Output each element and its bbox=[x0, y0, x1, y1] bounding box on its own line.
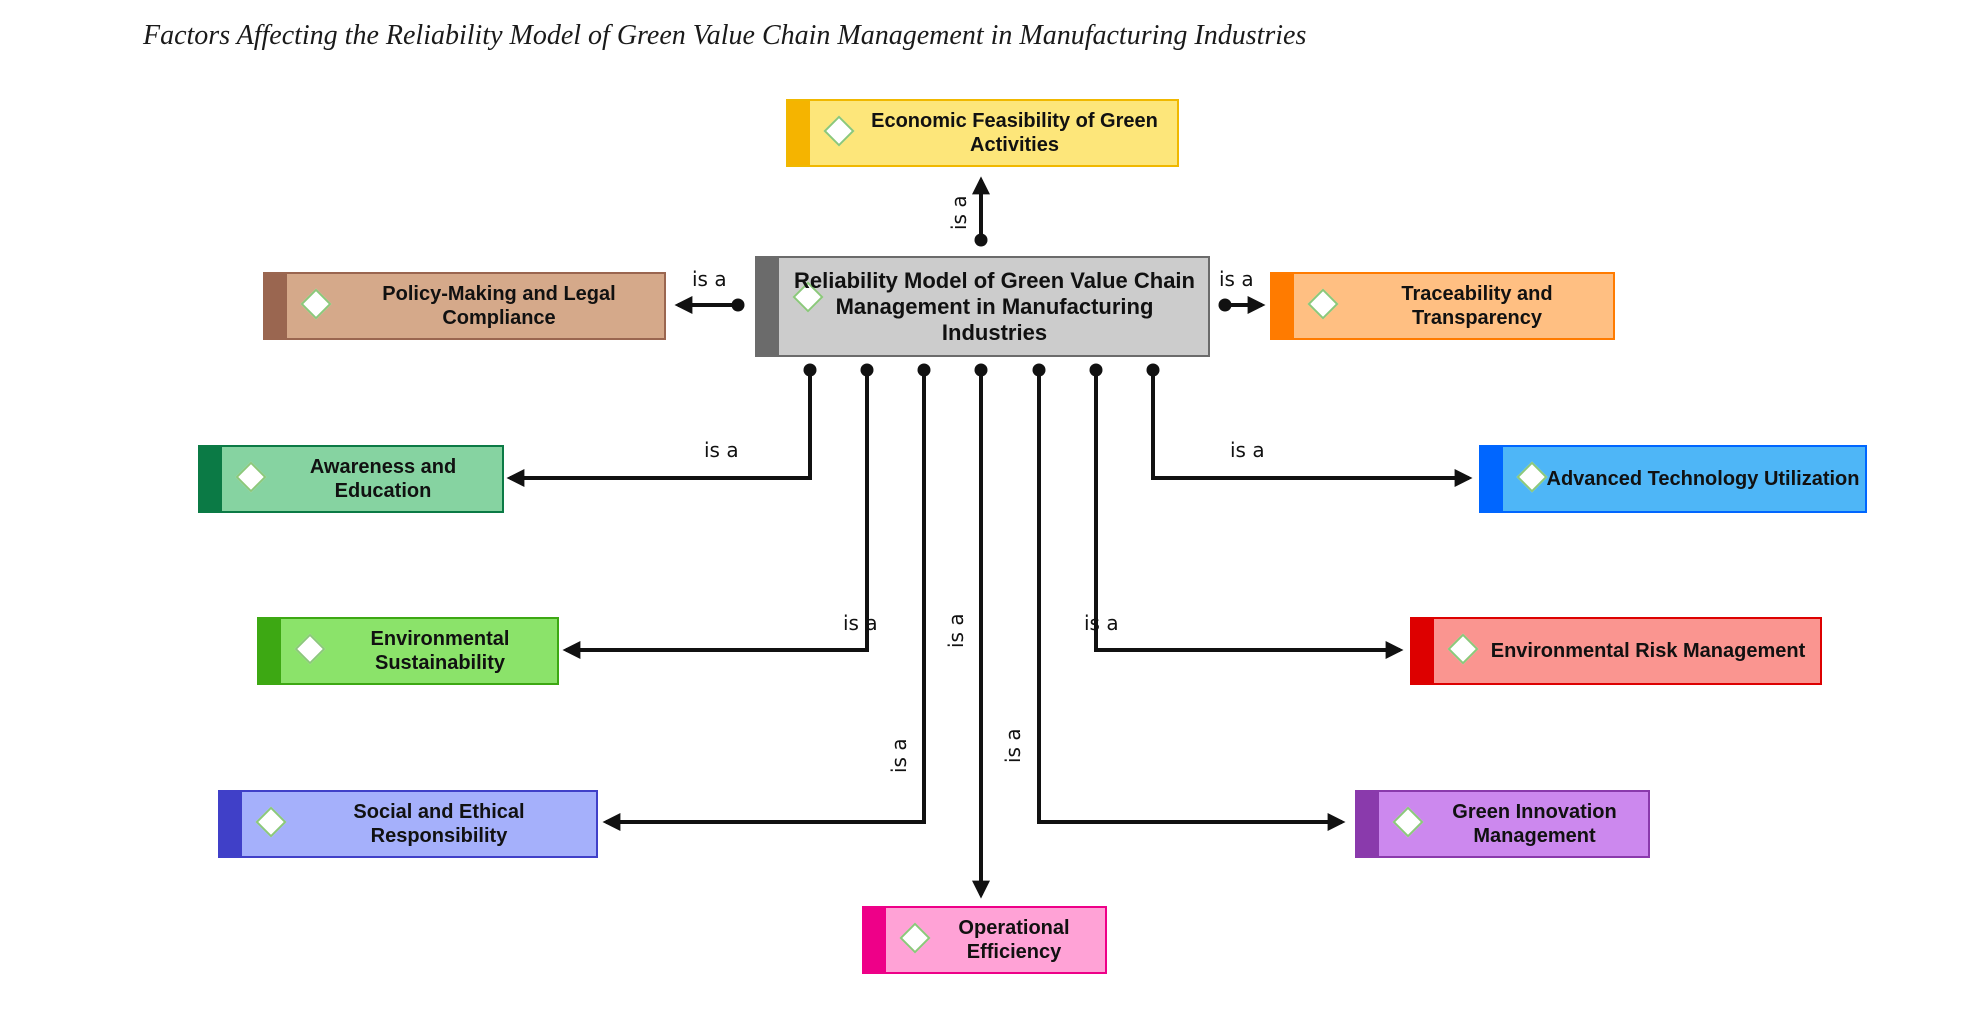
edge-sustainability bbox=[562, 370, 869, 659]
edge-innovation bbox=[1037, 370, 1346, 831]
factor-node-technology[interactable]: Advanced Technology Utilization bbox=[1479, 445, 1867, 513]
center-node[interactable]: Reliability Model of Green Value Chain M… bbox=[755, 256, 1210, 357]
factor-node-label: Environmental Risk Management bbox=[1490, 640, 1806, 662]
relation-label: is a bbox=[1001, 728, 1025, 763]
relation-label: is a bbox=[704, 438, 739, 462]
node-color-strip bbox=[1357, 792, 1379, 856]
relation-label: is a bbox=[843, 611, 878, 635]
factor-node-label: Awareness and Education bbox=[309, 456, 457, 502]
factor-node-policy[interactable]: Policy-Making and Legal Compliance bbox=[263, 272, 666, 340]
factor-node-traceability[interactable]: Traceability and Transparency bbox=[1270, 272, 1615, 340]
relation-label: is a bbox=[1230, 438, 1265, 462]
factor-node-sustainability[interactable]: Environmental Sustainability bbox=[257, 617, 559, 685]
node-color-strip bbox=[259, 619, 281, 683]
edge-social bbox=[602, 370, 926, 831]
edge-origin-dot bbox=[917, 363, 931, 377]
edge-origin-dot bbox=[860, 363, 874, 377]
edge-risk bbox=[1094, 370, 1404, 659]
relation-label: is a bbox=[944, 613, 968, 648]
edge-origin-dot bbox=[803, 363, 817, 377]
diamond-icon bbox=[899, 922, 931, 954]
edge-origin-dot bbox=[1218, 298, 1232, 312]
diamond-icon bbox=[823, 115, 855, 147]
node-color-strip bbox=[265, 274, 287, 338]
diamond-icon bbox=[235, 461, 267, 493]
factor-node-innovation[interactable]: Green Innovation Management bbox=[1355, 790, 1650, 858]
node-color-strip bbox=[1272, 274, 1294, 338]
edge-origin-dot bbox=[731, 298, 745, 312]
relation-label: is a bbox=[1084, 611, 1119, 635]
edge-origin-dot bbox=[974, 363, 988, 377]
factor-node-label: Policy-Making and Legal Compliance bbox=[382, 283, 616, 329]
node-color-strip bbox=[1412, 619, 1434, 683]
edge-origin-dot bbox=[974, 233, 988, 247]
factor-node-label: Traceability and Transparency bbox=[1401, 283, 1553, 329]
relation-label: is a bbox=[1219, 267, 1254, 291]
edge-technology bbox=[1151, 370, 1473, 487]
node-color-strip bbox=[864, 908, 886, 972]
diamond-icon bbox=[294, 633, 326, 665]
node-color-strip bbox=[757, 258, 779, 355]
factor-node-risk[interactable]: Environmental Risk Management bbox=[1410, 617, 1822, 685]
edge-awareness bbox=[506, 370, 812, 487]
factor-node-label: Environmental Sustainability bbox=[370, 628, 510, 674]
relation-label: is a bbox=[947, 195, 971, 230]
diamond-icon bbox=[1392, 806, 1424, 838]
factor-node-operational[interactable]: Operational Efficiency bbox=[862, 906, 1107, 974]
factor-node-awareness[interactable]: Awareness and Education bbox=[198, 445, 504, 513]
relation-label: is a bbox=[887, 738, 911, 773]
node-color-strip bbox=[1481, 447, 1503, 511]
factor-node-label: Economic Feasibility of Green Activities bbox=[871, 110, 1158, 156]
diamond-icon bbox=[1447, 633, 1479, 665]
center-node-label: Reliability Model of Green Value Chain M… bbox=[794, 267, 1195, 345]
factor-node-label: Green Innovation Management bbox=[1452, 801, 1617, 847]
diamond-icon bbox=[300, 288, 332, 320]
edge-origin-dot bbox=[1146, 363, 1160, 377]
relation-label: is a bbox=[692, 267, 727, 291]
factor-node-social[interactable]: Social and Ethical Responsibility bbox=[218, 790, 598, 858]
diagram-caption: Factors Affecting the Reliability Model … bbox=[143, 20, 1307, 51]
node-color-strip bbox=[200, 447, 222, 511]
factor-node-economic[interactable]: Economic Feasibility of Green Activities bbox=[786, 99, 1179, 167]
node-color-strip bbox=[788, 101, 810, 165]
factor-node-label: Operational Efficiency bbox=[958, 917, 1070, 963]
node-color-strip bbox=[220, 792, 242, 856]
diamond-icon bbox=[255, 806, 287, 838]
factor-node-label: Advanced Technology Utilization bbox=[1546, 468, 1860, 490]
diamond-icon bbox=[1307, 288, 1339, 320]
factor-node-label: Social and Ethical Responsibility bbox=[353, 801, 525, 847]
edge-origin-dot bbox=[1032, 363, 1046, 377]
edge-origin-dot bbox=[1089, 363, 1103, 377]
